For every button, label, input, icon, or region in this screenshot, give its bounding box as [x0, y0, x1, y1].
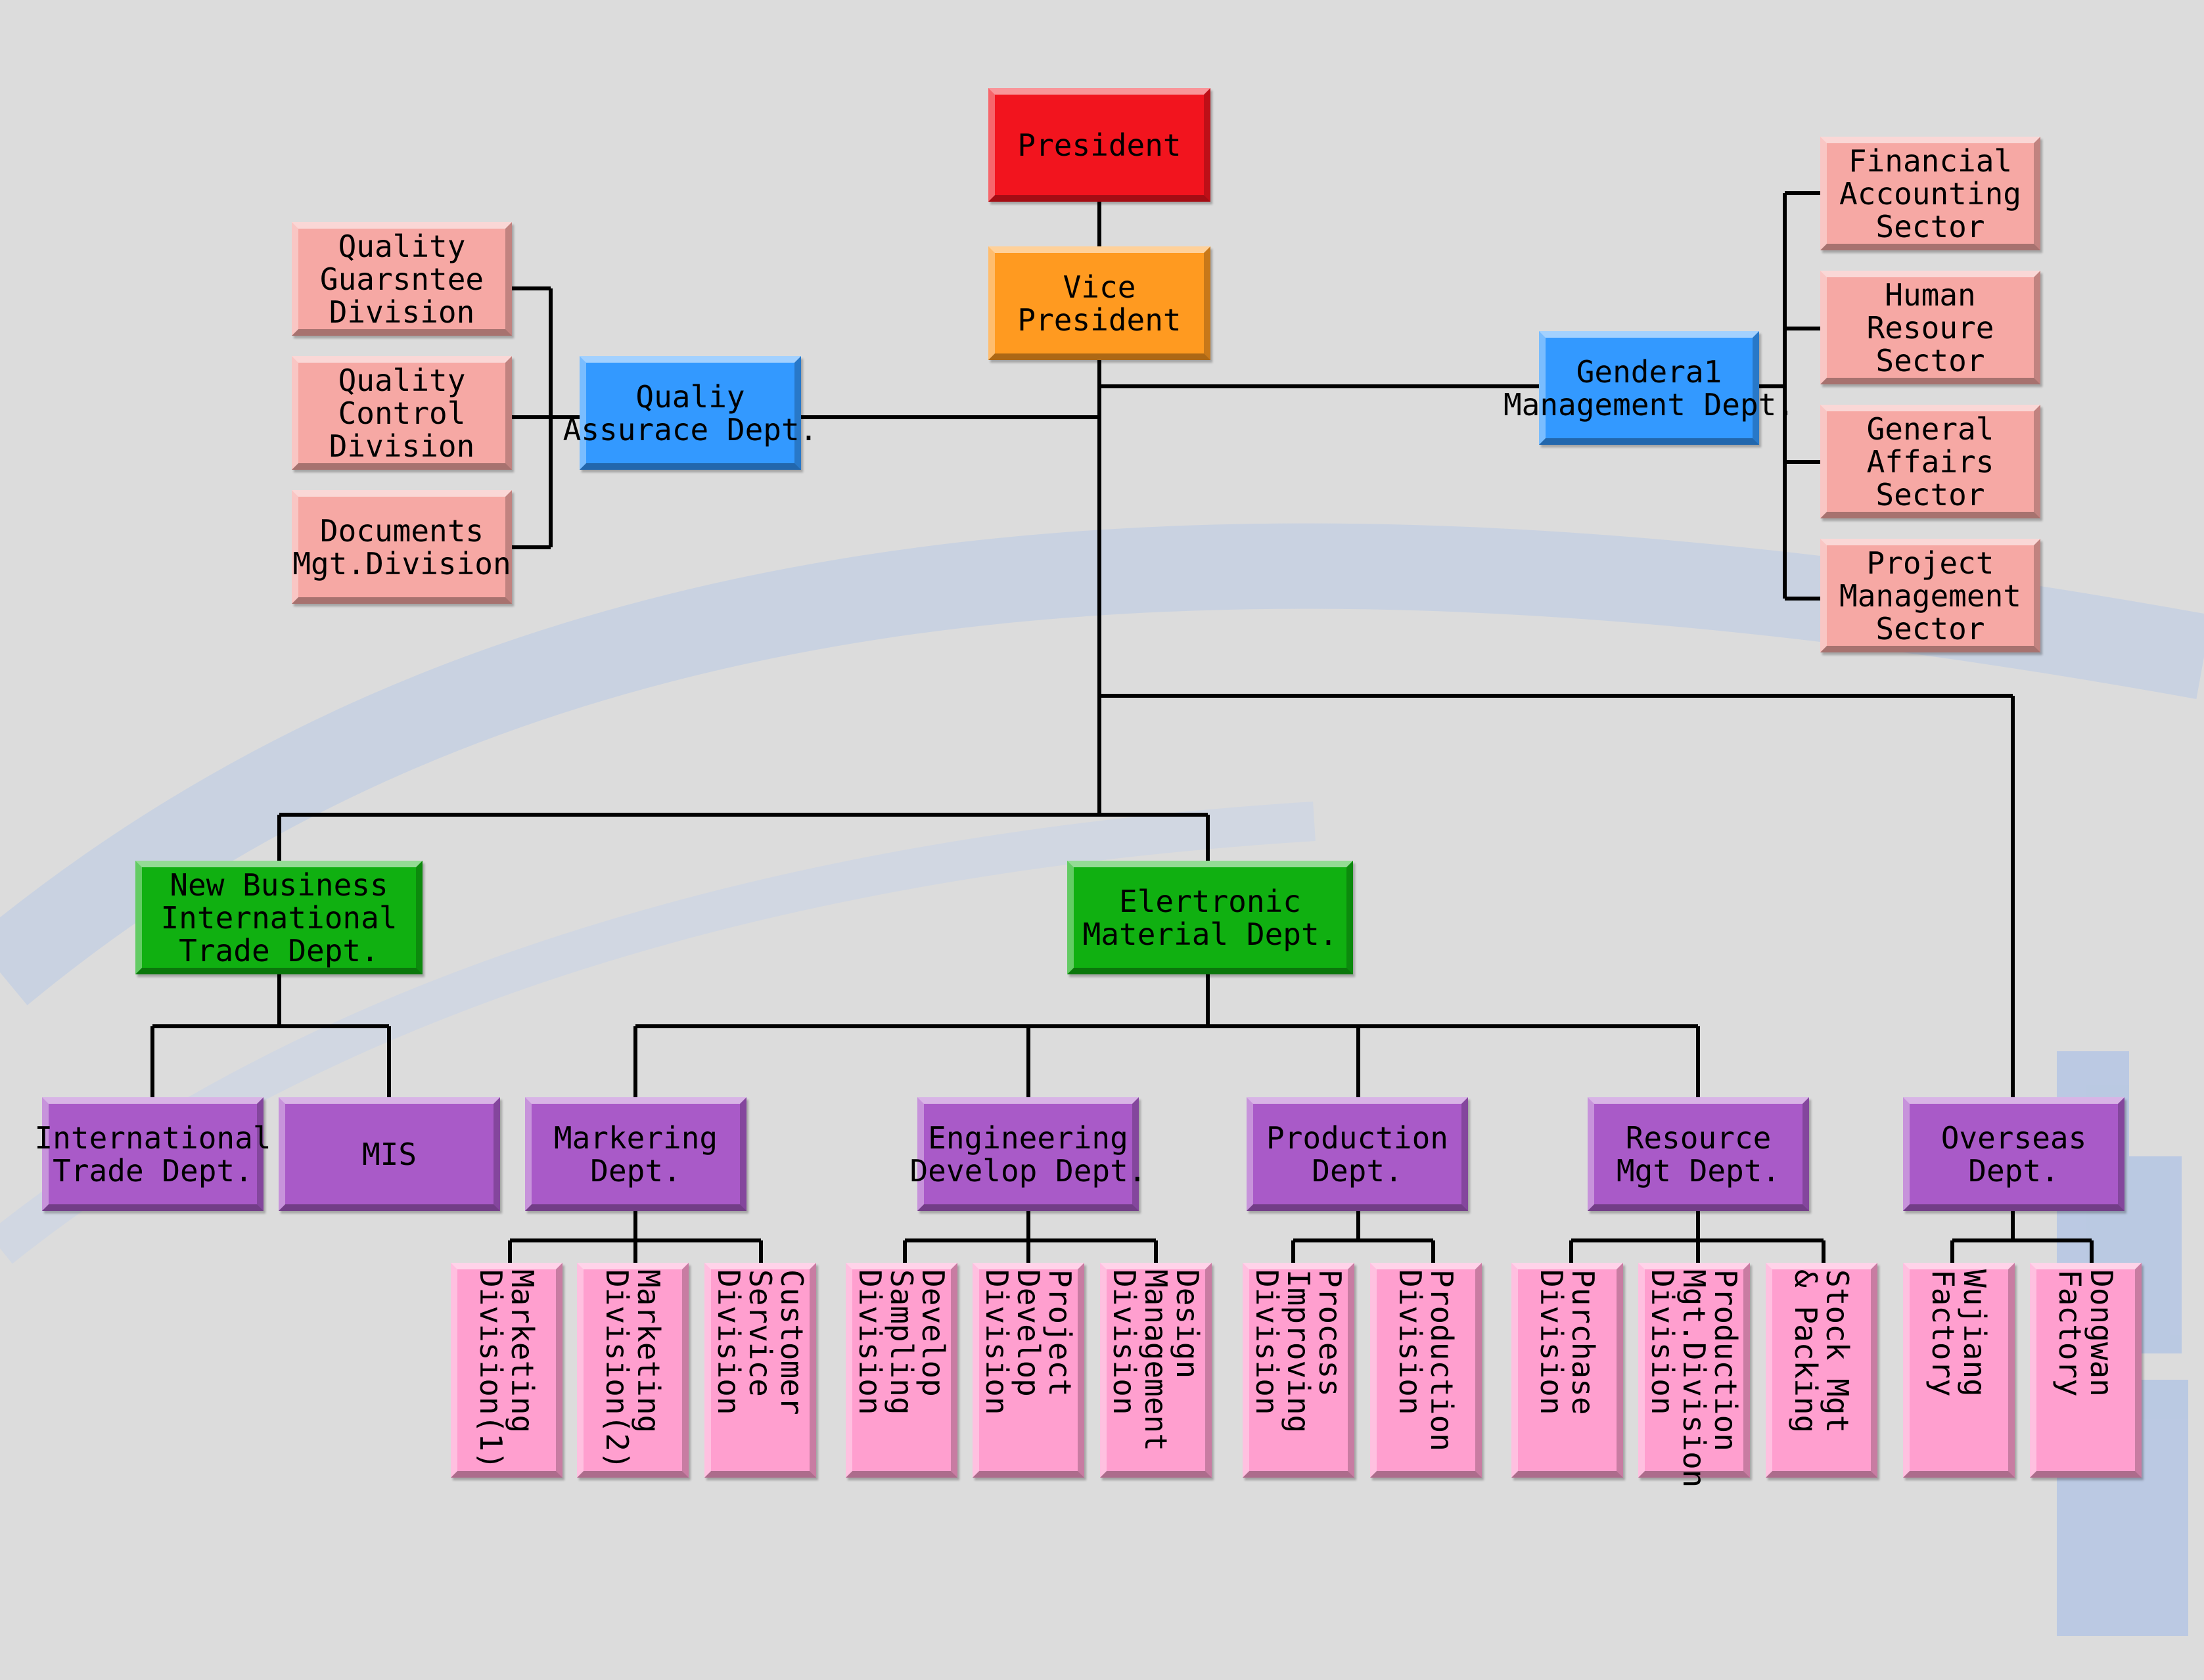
quality-assurance-dept-box: Qualiy Assurace Dept.	[563, 356, 817, 470]
customer-service-division-label: Customer Service Division	[711, 1269, 810, 1415]
dongwan-factory-label: Dongwan Factory	[2052, 1269, 2119, 1397]
project-develop-division-box: Project Develop Division	[973, 1263, 1084, 1478]
quality-guarantee-division-box: Quality Guarsntee Division	[292, 222, 512, 336]
president-box: President	[988, 88, 1210, 202]
process-improving-division-label: Process Improving Division	[1249, 1269, 1348, 1434]
production-division-label: Production Division	[1392, 1269, 1459, 1451]
develop-sampling-division-box: Develop Sampling Division	[846, 1263, 957, 1478]
production-dept-box: Production Dept.	[1247, 1097, 1468, 1211]
overseas-dept-box: Overseas Dept.	[1903, 1097, 2124, 1211]
electronic-material-dept-box: Elertronic Material Dept.	[1067, 861, 1353, 974]
production-division-box: Production Division	[1370, 1263, 1482, 1478]
engineering-develop-dept-box: Engineering Develop Dept.	[909, 1097, 1147, 1211]
marketing-division-2-label: Marketing Division(2)	[599, 1269, 666, 1470]
general-management-dept-box: Gendera1 Management Dept.	[1504, 331, 1795, 445]
project-management-sector-box: Project Management Sector	[1820, 539, 2040, 652]
production-mgt-division-box: Production Mgt.Division Division	[1638, 1263, 1750, 1488]
quality-control-division-box: Quality Control Division	[292, 356, 512, 470]
mis-box: MIS	[279, 1097, 500, 1211]
design-management-division-label: Design Management Division	[1107, 1269, 1205, 1451]
new-business-international-trade-dept-box: New Business International Trade Dept.	[135, 861, 423, 974]
dongwan-factory-box: Dongwan Factory	[2030, 1263, 2142, 1478]
wujiang-factory-label: Wujiang Factory	[1925, 1269, 1992, 1397]
stock-mgt-packing-box: Stock Mgt & Packing	[1766, 1263, 1877, 1478]
marketing-division-2-box: Marketing Division(2)	[577, 1263, 689, 1478]
general-affairs-sector-box: General Affairs Sector	[1820, 405, 2040, 518]
marketing-division-1-box: Marketing Division(1)	[451, 1263, 562, 1478]
marketing-division-1-label: Marketing Division(1)	[473, 1269, 540, 1470]
design-management-division-box: Design Management Division	[1100, 1263, 1212, 1478]
customer-service-division-box: Customer Service Division	[704, 1263, 816, 1478]
vice-president-box: Vice President	[988, 246, 1210, 360]
financial-accounting-sector-box: Financial Accounting Sector	[1820, 137, 2040, 250]
marketing-dept-box: Markering Dept.	[525, 1097, 746, 1211]
wujiang-factory-box: Wujiang Factory	[1903, 1263, 2015, 1478]
documents-mgt-division-box: Documents Mgt.Division	[292, 490, 512, 604]
develop-sampling-division-label: Develop Sampling Division	[852, 1269, 951, 1415]
human-resource-sector-box: Human Resoure Sector	[1820, 271, 2040, 384]
international-trade-dept-box: International Trade Dept.	[34, 1097, 271, 1211]
project-develop-division-label: Project Develop Division	[979, 1269, 1078, 1415]
purchase-division-label: Purchase Division	[1534, 1269, 1601, 1415]
purchase-division-box: Purchase Division	[1511, 1263, 1623, 1478]
production-mgt-division-label: Production Mgt.Division Division	[1645, 1269, 1743, 1488]
stock-mgt-packing-label: Stock Mgt & Packing	[1788, 1269, 1855, 1434]
process-improving-division-box: Process Improving Division	[1243, 1263, 1354, 1478]
resource-mgt-dept-box: Resource Mgt Dept.	[1588, 1097, 1809, 1211]
